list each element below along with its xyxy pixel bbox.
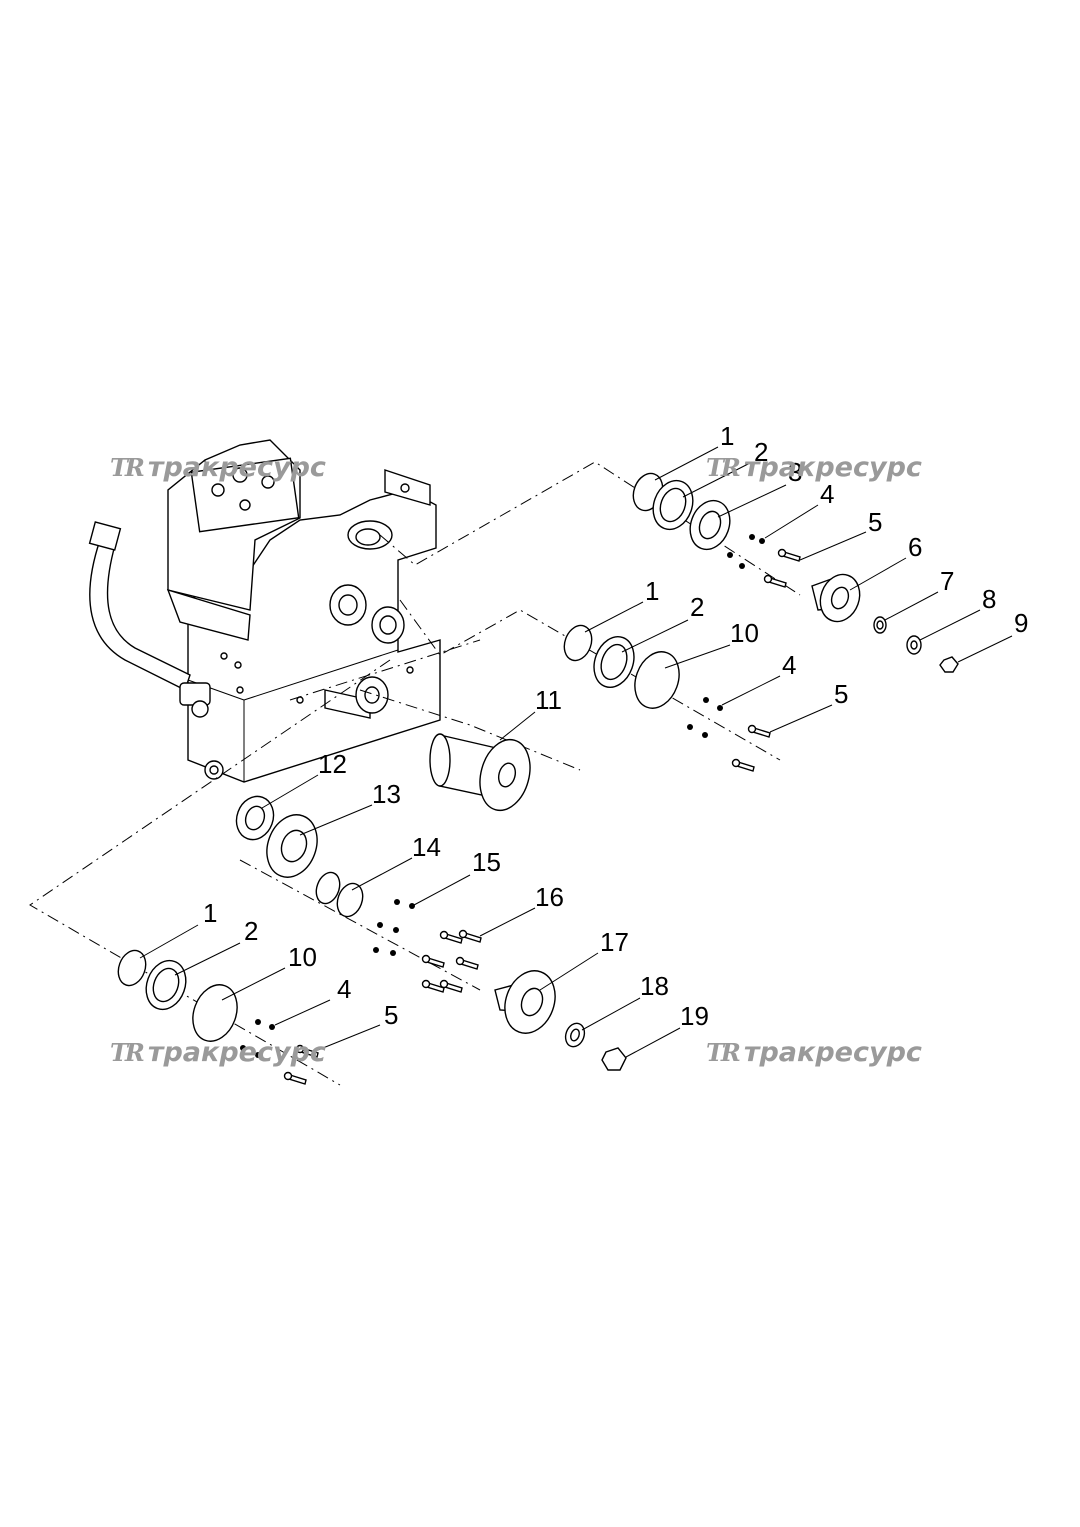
callout-5-top: 5 <box>868 507 882 537</box>
callout-13: 13 <box>372 779 401 809</box>
callout-14: 14 <box>412 832 441 862</box>
watermark-logo-icon: TR <box>110 453 145 482</box>
callout-15: 15 <box>472 847 501 877</box>
callout-4-mid: 4 <box>782 650 796 680</box>
callout-11: 11 <box>535 685 562 715</box>
callout-4-bottom: 4 <box>337 974 351 1004</box>
callout-18: 18 <box>640 971 669 1001</box>
upper-output-group <box>632 472 959 673</box>
callout-3-top: 3 <box>788 457 802 487</box>
callout-5-mid: 5 <box>834 679 848 709</box>
watermark-logo-icon: TR <box>110 1038 145 1067</box>
callout-17: 17 <box>600 927 629 957</box>
callout-5-bottom: 5 <box>384 1000 398 1030</box>
watermark-logo-icon: TR <box>706 1038 741 1067</box>
middle-output-group <box>429 624 771 812</box>
callout-10-bottom: 10 <box>288 942 317 972</box>
callout-8-top: 8 <box>982 584 996 614</box>
watermark-text: тракресурс <box>743 452 922 483</box>
watermark-top-right: TR тракресурс <box>706 452 922 483</box>
callout-16: 16 <box>535 882 564 912</box>
callout-4-top: 4 <box>820 479 834 509</box>
callout-10-mid: 10 <box>730 618 759 648</box>
callout-2-mid: 2 <box>690 592 704 622</box>
watermark-text: тракресурс <box>147 452 326 483</box>
callout-1-top: 1 <box>720 421 734 451</box>
callout-2-bottom: 2 <box>244 916 258 946</box>
watermark-logo-icon: TR <box>706 453 741 482</box>
lower-output-group <box>117 795 627 1085</box>
watermark-bottom-left: TR тракресурс <box>110 1037 326 1068</box>
watermark-top-left: TR тракресурс <box>110 452 326 483</box>
callout-1-mid: 1 <box>645 576 659 606</box>
watermark-text: тракресурс <box>147 1037 326 1068</box>
callout-19: 19 <box>680 1001 709 1031</box>
transmission-housing <box>88 439 441 783</box>
watermark-text: тракресурс <box>743 1037 922 1068</box>
callout-2-top: 2 <box>754 437 768 467</box>
callout-labels: 1 2 3 4 5 6 7 8 9 1 2 10 4 5 11 12 13 14… <box>203 421 1028 1031</box>
watermark-bottom-right: TR тракресурс <box>706 1037 922 1068</box>
leader-lines <box>139 446 1013 1058</box>
callout-9-top: 9 <box>1014 608 1028 638</box>
callout-1-bottom: 1 <box>203 898 217 928</box>
callout-7-top: 7 <box>940 566 954 596</box>
callout-6-top: 6 <box>908 532 922 562</box>
assembly-axes <box>29 461 801 1086</box>
callout-12: 12 <box>318 749 347 779</box>
